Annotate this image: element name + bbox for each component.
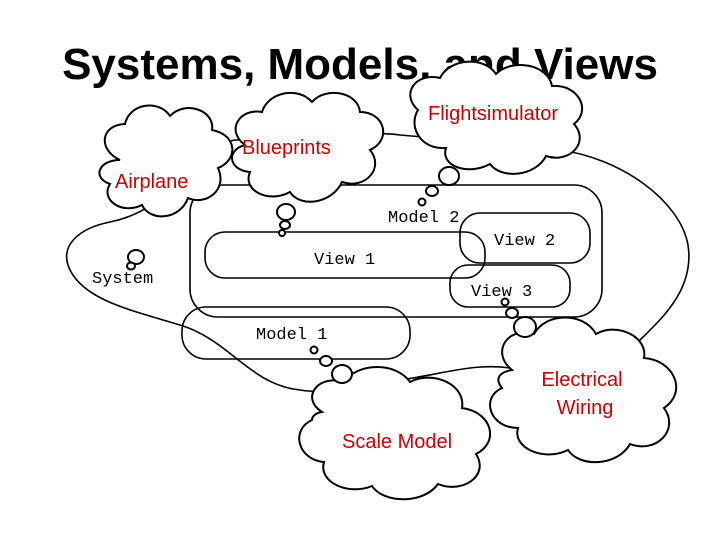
model1-label: Model 1 [256, 326, 327, 345]
view1-label: View 1 [314, 251, 375, 270]
view2-box [459, 212, 591, 264]
airplane-cloud [98, 104, 234, 218]
blueprints-label: Blueprints [242, 137, 331, 159]
electrical-bubbles [500, 297, 537, 338]
view3-label: View 3 [471, 283, 532, 302]
model2-region [189, 184, 603, 318]
wiring-label: Wiring [557, 397, 614, 419]
airplane-label: Airplane [115, 171, 188, 193]
model2-label: Model 2 [388, 209, 459, 228]
view2-label: View 2 [494, 232, 555, 251]
view3-box [449, 264, 571, 308]
scale-model-cloud [298, 366, 492, 501]
flightsimulator-cloud [409, 60, 584, 175]
scale-model-label: Scale Model [342, 431, 452, 453]
flightsimulator-bubbles [417, 166, 460, 207]
blueprints-cloud [231, 92, 385, 203]
airplane-bubbles [126, 249, 145, 271]
electrical-label: Electrical [541, 369, 622, 391]
blueprints-bubbles [276, 203, 296, 237]
flightsimulator-label: Flightsimulator [428, 103, 558, 125]
view1-box [204, 231, 486, 279]
system-label: System [92, 270, 153, 289]
electrical-wiring-cloud [489, 316, 677, 464]
model1-box [181, 306, 411, 360]
slide-title: Systems, Models, and Views [62, 40, 658, 89]
scale-model-bubbles [309, 345, 353, 384]
